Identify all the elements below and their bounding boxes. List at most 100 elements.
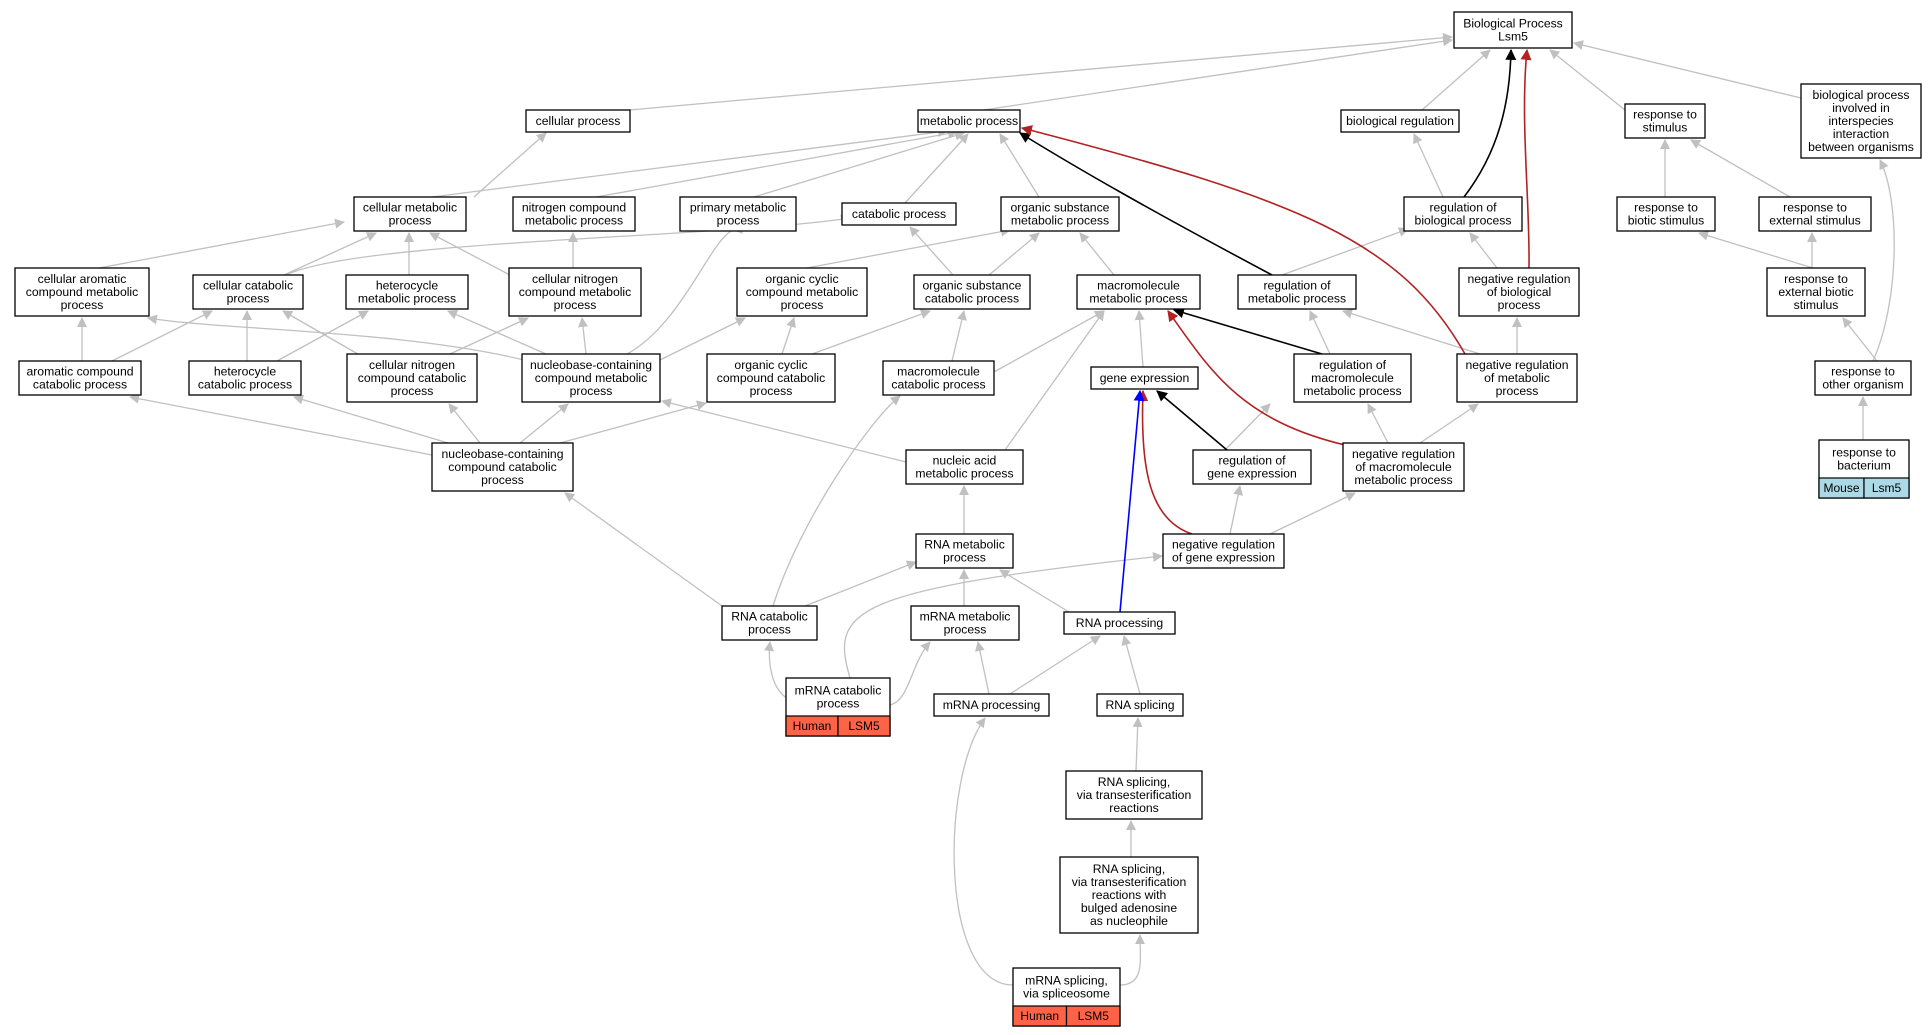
node-label: negative regulation — [1352, 447, 1455, 461]
node-box — [1192, 449, 1312, 485]
node-label: macromolecule — [1097, 279, 1180, 293]
node-mrnp[interactable]: mRNA processing — [933, 693, 1050, 717]
gene-label[interactable]: LSM5 — [848, 719, 880, 733]
node-label: external biotic — [1778, 285, 1853, 299]
edge-bpi-bp — [1573, 40, 1802, 99]
node-rnas[interactable]: RNA splicing — [1096, 693, 1184, 717]
edge-oscp-catp — [909, 226, 954, 276]
node-label: metabolic process — [1011, 214, 1109, 228]
node-box — [192, 274, 304, 310]
node-box — [736, 267, 868, 317]
gene-label[interactable]: LSM5 — [1078, 1009, 1110, 1023]
edge-nbcm-hmp — [447, 310, 547, 355]
node-label: organic substance — [923, 279, 1022, 293]
edge-occm-osmp — [795, 226, 1011, 271]
node-label: negative regulation — [1468, 272, 1571, 286]
node-br[interactable]: biological regulation — [1340, 109, 1460, 133]
node-rstb[interactable]: RNA splicing,via transesterificationreac… — [1059, 856, 1199, 934]
node-box — [345, 274, 469, 310]
edge-nbcc-nbcm — [519, 403, 569, 444]
edge-rge-ge — [1156, 390, 1228, 451]
edge-rmmp-mmp — [1172, 307, 1323, 355]
node-label: bacterium — [1837, 459, 1891, 473]
node-label: biological process — [1415, 214, 1512, 228]
edge-rnac-rnam — [804, 560, 917, 607]
node-box — [1237, 274, 1357, 310]
edge-br-bp — [1421, 49, 1491, 111]
node-box — [706, 353, 836, 403]
node-label: heterocycle — [376, 279, 439, 293]
node-rst[interactable]: RNA splicing,via transesterificationreac… — [1065, 770, 1203, 820]
node-label: organic cyclic — [734, 358, 807, 372]
node-rnap[interactable]: RNA processing — [1063, 611, 1176, 635]
node-label: macromolecule — [897, 365, 980, 379]
node-box — [188, 360, 302, 396]
edge-namp-mmp — [1004, 310, 1105, 451]
node-label: metabolic process — [1354, 473, 1452, 487]
node-label: metabolic process — [915, 467, 1013, 481]
node-box — [1096, 693, 1184, 717]
gene-cell — [1065, 1005, 1121, 1027]
node-label: stimulus — [1643, 121, 1688, 135]
node-label: via transesterification — [1072, 875, 1186, 889]
node-label: process — [227, 292, 270, 306]
node-catp[interactable]: catabolic process — [841, 202, 957, 226]
gene-label[interactable]: Lsm5 — [1872, 481, 1902, 495]
node-ge[interactable]: gene expression — [1090, 366, 1199, 390]
edge-nbcc-acc — [129, 393, 433, 456]
edge-nbcc-cncc — [448, 403, 481, 444]
edge-rs-bp — [1549, 49, 1626, 111]
node-box — [525, 109, 631, 133]
node-mp[interactable]: metabolic process — [917, 109, 1021, 133]
node-label: mRNA splicing, — [1025, 974, 1108, 988]
edge-rmmp-rmp — [1309, 310, 1331, 355]
node-cp[interactable]: cellular process — [525, 109, 631, 133]
edge-nrmm-rmmp — [1367, 403, 1389, 444]
node-box — [882, 360, 995, 396]
node-box — [1766, 267, 1866, 317]
node-label: nucleic acid — [933, 454, 997, 468]
node-box — [512, 196, 636, 232]
